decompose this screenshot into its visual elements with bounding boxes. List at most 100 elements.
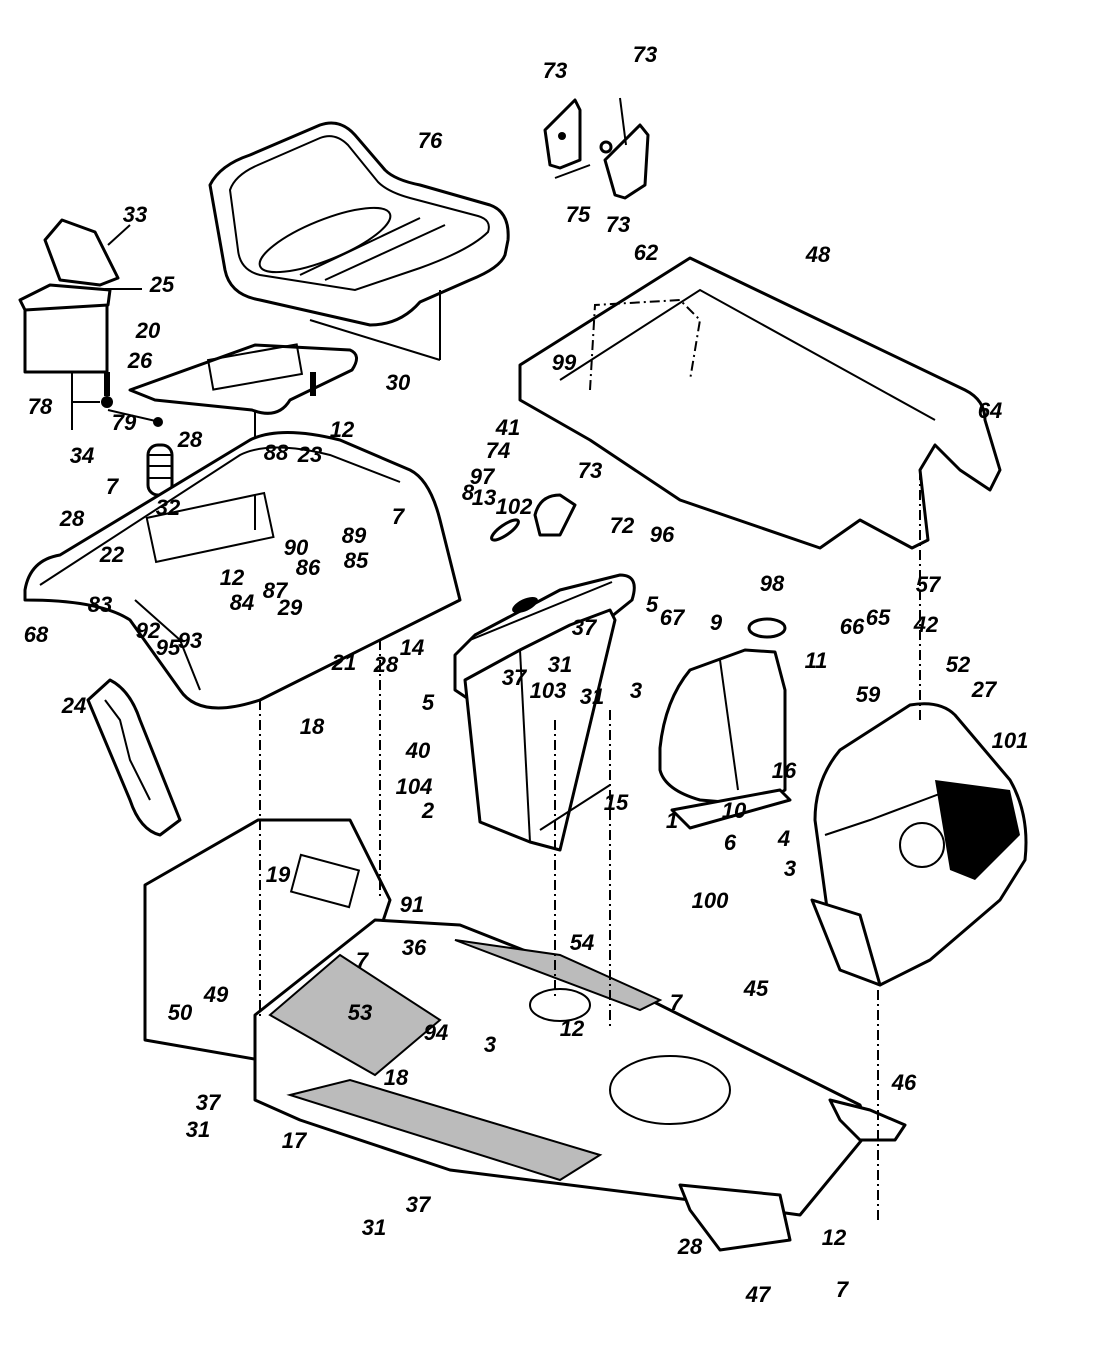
- seat-switch-assembly: [543, 97, 650, 200]
- part-label-98: 98: [760, 571, 785, 596]
- part-label-46: 46: [891, 1070, 917, 1095]
- part-label-13: 13: [472, 485, 496, 510]
- part-label-73: 73: [633, 42, 657, 67]
- battery: [18, 218, 142, 374]
- part-label-54: 54: [570, 930, 594, 955]
- part-label-92: 92: [136, 618, 161, 643]
- part-label-68: 68: [24, 622, 49, 647]
- part-label-40: 40: [405, 738, 431, 763]
- shift-gate-plate: [86, 678, 182, 837]
- part-label-12: 12: [220, 565, 245, 590]
- part-label-72: 72: [610, 513, 635, 538]
- fuel-tank: [658, 617, 792, 830]
- part-label-33: 33: [123, 202, 147, 227]
- part-label-37: 37: [572, 615, 598, 640]
- part-label-26: 26: [127, 348, 153, 373]
- part-label-7: 7: [392, 504, 406, 529]
- part-label-73: 73: [606, 212, 630, 237]
- part-label-22: 22: [99, 542, 125, 567]
- part-label-53: 53: [348, 1000, 372, 1025]
- main-frame: [253, 918, 907, 1252]
- part-label-65: 65: [866, 605, 891, 630]
- part-label-12: 12: [560, 1016, 585, 1041]
- part-label-62: 62: [634, 240, 659, 265]
- part-label-5: 5: [646, 592, 659, 617]
- part-label-59: 59: [856, 682, 881, 707]
- part-label-20: 20: [135, 318, 161, 343]
- part-label-5: 5: [422, 690, 435, 715]
- part-label-67: 67: [660, 605, 686, 630]
- part-label-73: 73: [543, 58, 567, 83]
- part-label-99: 99: [552, 350, 577, 375]
- part-label-25: 25: [149, 272, 175, 297]
- part-label-57: 57: [916, 572, 942, 597]
- part-label-64: 64: [978, 398, 1002, 423]
- spring-and-hardware: [71, 372, 316, 497]
- part-label-11: 11: [805, 648, 828, 673]
- part-label-3: 3: [630, 678, 642, 703]
- part-label-85: 85: [344, 548, 369, 573]
- part-label-2: 2: [421, 798, 435, 823]
- part-label-90: 90: [284, 535, 309, 560]
- fender: [23, 431, 462, 710]
- part-label-14: 14: [400, 635, 424, 660]
- part-label-95: 95: [156, 635, 181, 660]
- part-label-76: 76: [418, 128, 443, 153]
- part-label-93: 93: [178, 628, 202, 653]
- part-label-83: 83: [88, 592, 112, 617]
- part-label-6: 6: [724, 830, 737, 855]
- part-label-7: 7: [836, 1277, 850, 1302]
- part-label-97: 97: [470, 464, 496, 489]
- part-label-23: 23: [297, 442, 322, 467]
- part-label-18: 18: [300, 714, 325, 739]
- part-label-45: 45: [743, 976, 769, 1001]
- part-label-41: 41: [495, 415, 520, 440]
- part-label-101: 101: [992, 728, 1029, 753]
- part-label-31: 31: [580, 684, 604, 709]
- part-label-75: 75: [566, 202, 591, 227]
- part-label-37: 37: [406, 1192, 432, 1217]
- part-label-28: 28: [373, 652, 399, 677]
- part-label-91: 91: [400, 892, 424, 917]
- part-label-104: 104: [396, 774, 433, 799]
- hood: [518, 256, 1002, 550]
- part-label-19: 19: [266, 862, 291, 887]
- part-label-37: 37: [196, 1090, 222, 1115]
- part-label-31: 31: [548, 652, 572, 677]
- part-label-7: 7: [356, 948, 370, 973]
- part-label-18: 18: [384, 1065, 409, 1090]
- part-label-36: 36: [402, 935, 427, 960]
- part-label-50: 50: [168, 1000, 193, 1025]
- part-label-47: 47: [745, 1282, 772, 1307]
- part-label-15: 15: [604, 790, 629, 815]
- part-label-8: 8: [462, 480, 475, 505]
- part-label-10: 10: [722, 798, 747, 823]
- part-label-103: 103: [530, 678, 567, 703]
- steering-column-support: [463, 608, 617, 852]
- assembly-lines: [259, 470, 921, 1220]
- part-label-49: 49: [203, 982, 229, 1007]
- part-label-74: 74: [486, 438, 510, 463]
- part-label-1: 1: [666, 808, 678, 833]
- seat: [208, 121, 510, 361]
- part-label-79: 79: [112, 410, 137, 435]
- part-label-12: 12: [330, 417, 355, 442]
- part-label-7: 7: [670, 990, 684, 1015]
- part-label-31: 31: [186, 1117, 210, 1142]
- part-label-27: 27: [971, 677, 998, 702]
- part-label-28: 28: [677, 1234, 703, 1259]
- part-label-4: 4: [777, 826, 790, 851]
- part-label-100: 100: [692, 888, 729, 913]
- part-label-78: 78: [28, 394, 53, 419]
- grille-nose-cone: [810, 702, 1028, 987]
- part-label-42: 42: [913, 612, 939, 637]
- part-label-66: 66: [840, 614, 865, 639]
- part-label-96: 96: [650, 522, 675, 547]
- part-label-34: 34: [70, 443, 94, 468]
- part-label-86: 86: [296, 555, 321, 580]
- part-label-31: 31: [362, 1215, 386, 1240]
- part-label-24: 24: [61, 693, 86, 718]
- part-label-37: 37: [502, 665, 528, 690]
